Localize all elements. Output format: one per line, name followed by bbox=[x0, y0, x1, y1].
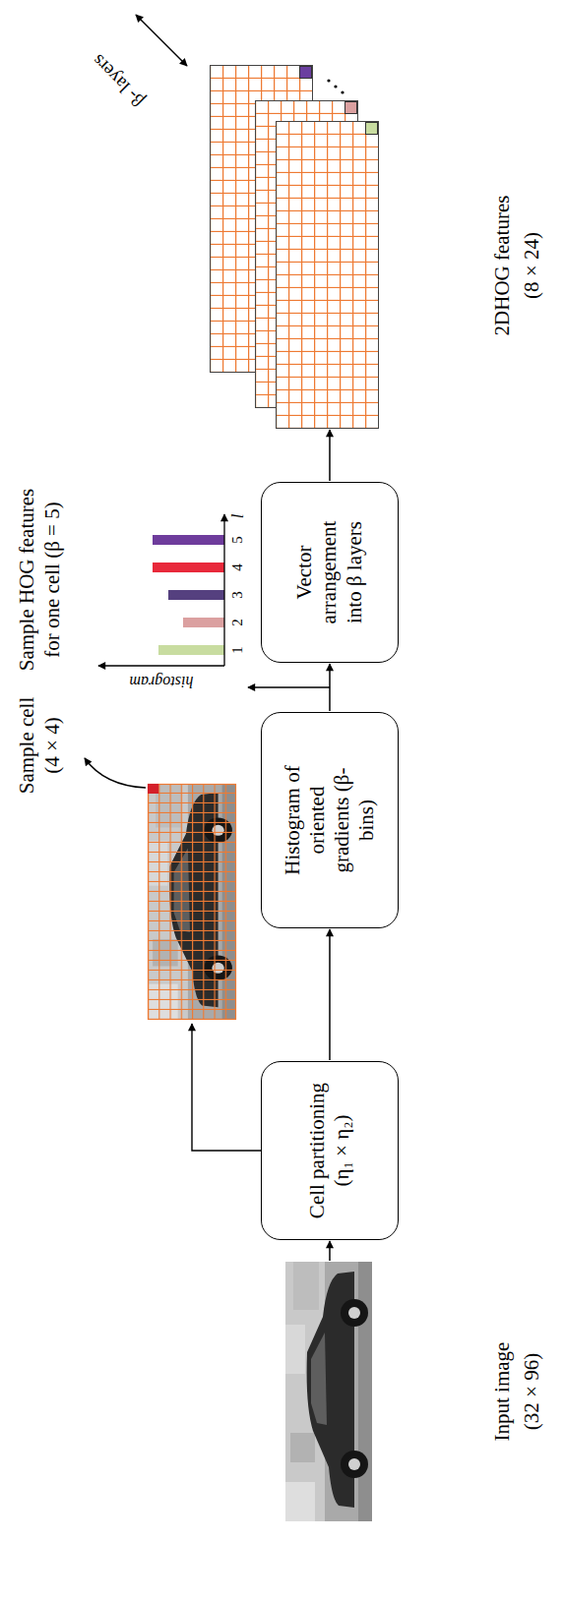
axis-label: 1 bbox=[228, 646, 248, 655]
flow-arrow bbox=[328, 664, 331, 712]
feature-layer bbox=[275, 121, 379, 430]
drawing-part bbox=[300, 66, 313, 79]
sample-cell bbox=[147, 784, 159, 795]
histogram-bar bbox=[168, 590, 225, 601]
drawing-part bbox=[340, 90, 344, 94]
drawing-part bbox=[275, 122, 378, 430]
figure-node: Input image (32 × 96) bbox=[285, 1262, 552, 1523]
histogram-chart bbox=[98, 514, 225, 667]
histogram-bar bbox=[152, 535, 225, 546]
axis-label: 4 bbox=[228, 563, 248, 572]
leader-arrow bbox=[191, 1024, 261, 1152]
axis-label: 5 bbox=[228, 536, 248, 545]
cell-grid bbox=[147, 784, 237, 1021]
figure-caption: Input image (32 × 96) bbox=[487, 1333, 548, 1452]
callout-label: Sample cell (4 × 4) bbox=[13, 688, 66, 805]
axis-line bbox=[98, 665, 225, 667]
drawing-part bbox=[345, 102, 358, 115]
box-label: Cell partitioning (η₁ × η₂) bbox=[305, 1072, 355, 1231]
input-photo bbox=[285, 1262, 373, 1523]
box-label: Histogram of oriented gradients (β-bins) bbox=[280, 751, 380, 890]
callout-label: Sample HOG features for one cell (β = 5) bbox=[13, 484, 66, 677]
drawing-part bbox=[276, 122, 379, 430]
drawing-part bbox=[275, 121, 379, 430]
figure-caption: 2DHOG features (8 × 24) bbox=[487, 187, 548, 345]
box-label: Vector arrangement into β layers bbox=[292, 507, 368, 638]
process-box: Histogram of oriented gradients (β-bins) bbox=[260, 712, 399, 930]
drawing-part bbox=[366, 123, 378, 135]
drawing-part bbox=[333, 84, 337, 88]
axis-label: 3 bbox=[228, 591, 248, 600]
cell-grid-border bbox=[148, 785, 237, 1021]
leader-arrow bbox=[84, 758, 146, 789]
histogram-bar bbox=[158, 645, 225, 656]
axis-line bbox=[223, 514, 225, 667]
figure-node: 2DHOG features (8 × 24) bbox=[201, 102, 557, 430]
layers-arrow bbox=[135, 14, 188, 66]
flow-arrow bbox=[328, 430, 331, 482]
histogram-bar bbox=[183, 618, 225, 628]
histogram-bar bbox=[152, 563, 225, 573]
flow-arrow bbox=[328, 930, 331, 1062]
car-image bbox=[147, 784, 237, 1021]
flow-arrow bbox=[328, 1242, 331, 1262]
car-image bbox=[285, 1262, 373, 1523]
leader-arrow bbox=[248, 687, 330, 689]
process-box: Vector arrangement into β layers bbox=[260, 482, 399, 664]
dimension-label: β- layers bbox=[86, 49, 150, 113]
axis-label: histogram bbox=[129, 672, 194, 692]
process-box: Cell partitioning (η₁ × η₂) bbox=[260, 1062, 399, 1242]
axis-label: 2 bbox=[228, 619, 248, 627]
partitioned-photo bbox=[147, 784, 237, 1021]
drawing-part bbox=[326, 78, 330, 82]
axis-label: l bbox=[227, 514, 249, 520]
layer-dots bbox=[326, 78, 344, 94]
